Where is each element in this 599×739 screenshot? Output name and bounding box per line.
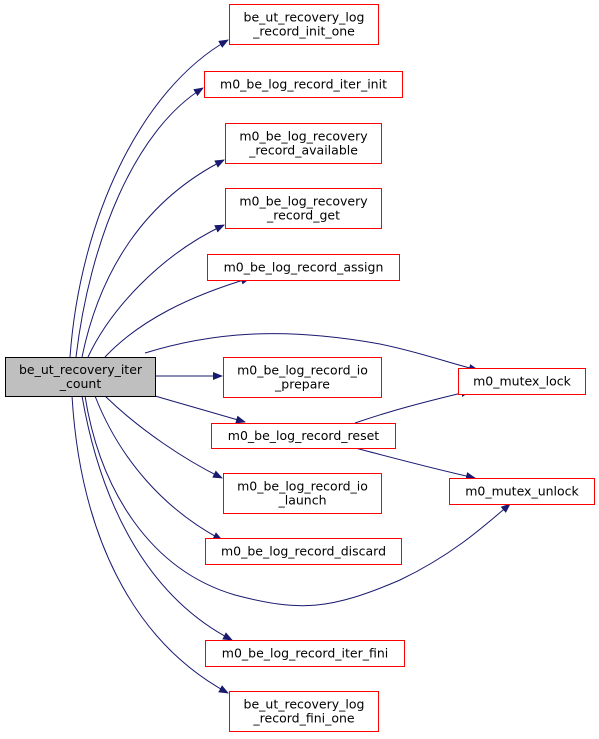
node-box — [207, 254, 400, 281]
node-box — [205, 640, 405, 667]
edge-arrow — [94, 395, 223, 541]
node-label-line: be_ut_recovery_log — [244, 697, 365, 712]
edge-arrow — [144, 333, 479, 372]
node-label-line: m0_be_log_record_assign — [224, 260, 384, 275]
node-label-line: _count — [59, 376, 102, 391]
node-label-line: _record_init_one — [252, 24, 355, 39]
function-node-n9[interactable]: m0_be_log_record_discard — [205, 538, 402, 565]
node-label-line: m0_be_log_recovery — [239, 129, 368, 144]
node-box — [449, 478, 595, 505]
edge-n7-to-n13 — [354, 447, 476, 480]
node-label-line: _prepare — [274, 377, 330, 392]
function-node-n7[interactable]: m0_be_log_record_reset — [211, 423, 396, 449]
edge-arrow — [104, 395, 223, 479]
function-node-n11[interactable]: be_ut_recovery_log_record_fini_one — [229, 691, 379, 732]
node-label-line: m0_be_log_record_iter_fini — [222, 646, 388, 661]
edge-arrow — [104, 276, 251, 358]
node-label-line: m0_be_log_record_io — [237, 363, 368, 378]
edge-root-to-n5 — [104, 276, 251, 358]
node-label-line: m0_mutex_unlock — [465, 484, 579, 499]
edge-arrow — [81, 159, 225, 358]
edge-root-to-n11 — [71, 395, 229, 694]
edge-root-to-n4 — [87, 224, 225, 358]
edge-arrow — [154, 395, 246, 424]
edge-arrow — [87, 224, 225, 358]
function-node-n12[interactable]: m0_mutex_lock — [458, 368, 586, 395]
edge-root-to-n1 — [69, 39, 229, 358]
edge-n7-to-n12 — [354, 389, 471, 424]
function-node-n5[interactable]: m0_be_log_record_assign — [207, 254, 400, 281]
edge-arrow — [71, 395, 229, 694]
node-label-line: m0_be_log_record_iter_init — [220, 77, 387, 92]
node-label-line: _record_get — [266, 208, 340, 223]
node-label-line: m0_be_log_record_reset — [228, 428, 379, 443]
node-label-line: m0_mutex_lock — [473, 374, 571, 389]
edge-root-to-n10 — [81, 395, 233, 641]
node-label-line: m0_be_log_recovery — [239, 194, 368, 209]
edge-root-to-n13 — [84, 395, 511, 607]
function-node-n6[interactable]: m0_be_log_record_io_prepare — [223, 357, 382, 398]
node-label-line: _record_fini_one — [252, 711, 355, 726]
function-node-n1[interactable]: be_ut_recovery_log_record_init_one — [229, 4, 379, 45]
function-node-n3[interactable]: m0_be_log_recovery_record_available — [225, 123, 382, 164]
function-node-n2[interactable]: m0_be_log_record_iter_init — [204, 71, 403, 98]
edge-root-to-n2 — [75, 87, 204, 358]
node-box — [205, 538, 402, 565]
edge-arrow — [81, 395, 233, 641]
function-node-n10[interactable]: m0_be_log_record_iter_fini — [205, 640, 405, 667]
node-label-line: m0_be_log_record_io — [237, 479, 368, 494]
edge-arrow — [75, 87, 204, 358]
edges — [69, 39, 511, 694]
node-box — [223, 473, 382, 514]
edge-arrow — [69, 39, 229, 358]
node-label-line: be_ut_recovery_iter — [19, 362, 143, 377]
node-box — [211, 423, 396, 449]
function-node-n4[interactable]: m0_be_log_recovery_record_get — [225, 188, 382, 229]
nodes: be_ut_recovery_iter_countbe_ut_recovery_… — [5, 4, 595, 732]
edge-root-to-n12 — [144, 333, 479, 372]
node-box — [229, 4, 379, 45]
node-label-line: _launch — [277, 493, 326, 508]
node-box — [204, 71, 403, 98]
function-node-n13[interactable]: m0_mutex_unlock — [449, 478, 595, 505]
root-function-node: be_ut_recovery_iter_count — [5, 357, 156, 397]
node-box — [225, 123, 382, 164]
edge-arrow — [354, 447, 476, 480]
edge-root-to-n7 — [154, 395, 246, 424]
edge-root-to-n3 — [81, 159, 225, 358]
edge-root-to-n9 — [94, 395, 223, 541]
node-label-line: _record_available — [248, 143, 358, 158]
node-label-line: m0_be_log_record_discard — [221, 544, 386, 559]
edge-arrow — [354, 389, 471, 424]
edge-root-to-n8 — [104, 395, 223, 479]
edge-arrow — [84, 395, 511, 607]
node-label-line: be_ut_recovery_log — [244, 10, 365, 25]
node-box — [225, 188, 382, 229]
node-box — [223, 357, 382, 398]
node-box — [458, 368, 586, 395]
node-box — [229, 691, 379, 732]
node-box — [5, 357, 156, 397]
function-node-n8[interactable]: m0_be_log_record_io_launch — [223, 473, 382, 514]
